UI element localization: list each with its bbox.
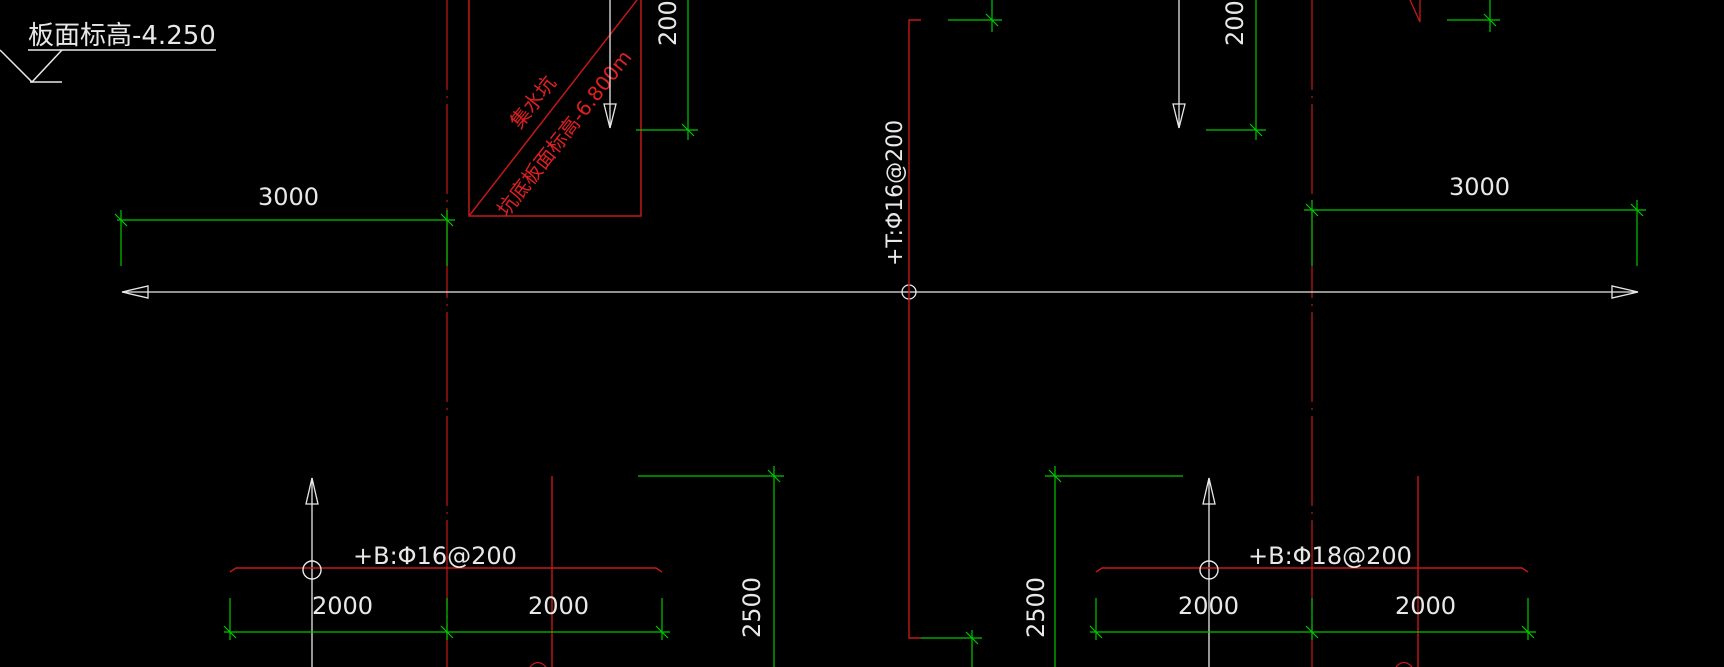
top-marks (948, 0, 1500, 32)
dim-left-horizontal (114, 210, 455, 266)
center-bottom-mark (921, 630, 982, 667)
bottom-right-rebar-label: +B:Φ18@200 (1248, 542, 1412, 570)
center-bracket (908, 19, 921, 639)
dim-right-horizontal (1304, 200, 1646, 266)
dim-right-label: 3000 (1449, 173, 1510, 201)
bottom-left-rebar-group: +B:Φ16@200 (229, 476, 663, 667)
dim-tick (1305, 203, 1319, 217)
rebar-top-right (1172, 0, 1186, 129)
dim-tick (1048, 469, 1062, 483)
rebar-top-left (603, 0, 617, 129)
dim-tick (1630, 203, 1644, 217)
bottom-edge-marks (529, 661, 1413, 667)
mark-tick (985, 13, 999, 27)
dim-tick (440, 625, 454, 639)
sump-pit-outline (468, 0, 642, 217)
dim-bottom-right-2-label: 2000 (1395, 592, 1456, 620)
mark-tick (1483, 13, 1497, 27)
dim-tick (1249, 123, 1263, 137)
dim-tick (1089, 625, 1103, 639)
dim-tick (1305, 625, 1319, 639)
dim-tick (1521, 625, 1535, 639)
dim-top-right (1206, 0, 1266, 140)
dim-vertical-right-label: 2500 (1022, 577, 1050, 638)
arrow-left-icon (121, 285, 149, 299)
dim-top-right-label: 2000 (1221, 0, 1249, 46)
dim-tick (655, 625, 669, 639)
dim-tick (767, 469, 781, 483)
dim-bottom-left-2-label: 2000 (528, 592, 589, 620)
rebar-arrow-icon (603, 103, 617, 129)
dim-bottom-left (223, 598, 670, 640)
dim-top-left-label: 2000 (654, 0, 682, 46)
partial-mark (1395, 661, 1413, 667)
dim-bottom-left-1-label: 2000 (312, 592, 373, 620)
dim-bottom-right (1089, 598, 1536, 640)
red-mark-top-right (1409, 0, 1421, 23)
sump-pit-diagonal (468, 0, 638, 217)
dim-vertical-right (1045, 466, 1183, 667)
rebar-horizontal-line (229, 567, 663, 573)
rebar-origin-circle-icon (1199, 560, 1219, 580)
rebar-arrow-icon (1172, 103, 1186, 129)
dim-vertical-left (638, 466, 784, 667)
dim-bottom-right-1-label: 2000 (1178, 592, 1239, 620)
bottom-right-rebar-group: +B:Φ18@200 (1095, 476, 1529, 667)
grid-axis-lines (446, 0, 1313, 667)
arrow-up-icon (305, 477, 319, 505)
partial-mark (529, 661, 547, 667)
dim-tick (440, 213, 454, 227)
mark-tick (965, 631, 979, 645)
rebar-origin-circle-icon (302, 560, 322, 580)
dim-top-left (636, 0, 698, 140)
bottom-left-rebar-label: +B:Φ16@200 (353, 542, 517, 570)
top-rebar-label: +T:Φ16@200 (883, 120, 908, 266)
arrow-right-icon (1611, 285, 1639, 299)
dim-tick (681, 123, 695, 137)
dim-vertical-left-label: 2500 (738, 577, 766, 638)
dim-tick (223, 625, 237, 639)
rebar-horizontal-line (1095, 567, 1529, 573)
level-label: 板面标高-4.250 (28, 21, 216, 51)
dim-left-label: 3000 (258, 183, 319, 211)
arrow-up-icon (1202, 477, 1216, 505)
dim-tick (114, 213, 128, 227)
level-annotation: 板面标高-4.250 (0, 21, 216, 84)
